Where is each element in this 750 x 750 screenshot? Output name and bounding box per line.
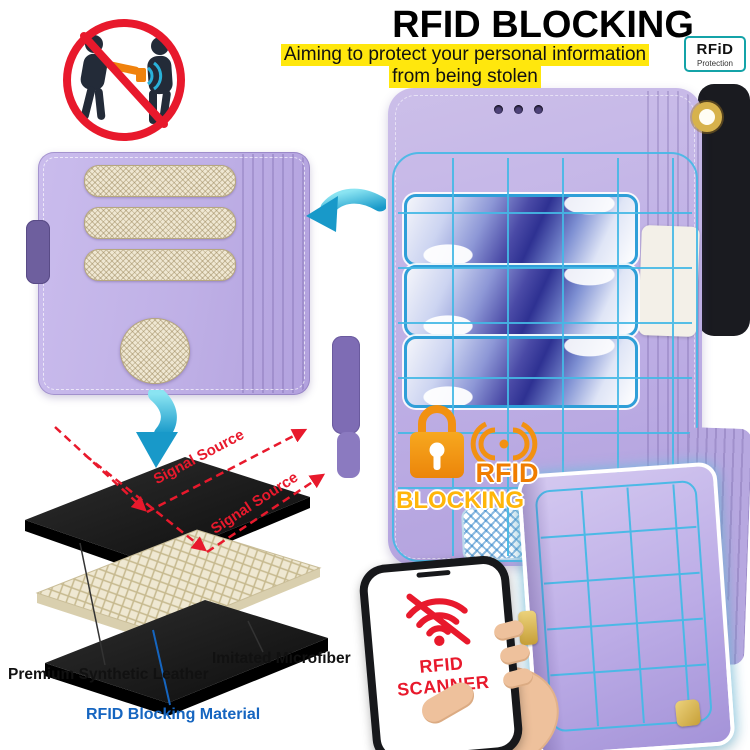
wallet-spine-texture [242,154,308,393]
lock-label-rfid: RFID [475,458,539,488]
magnetic-clasp [26,220,50,284]
subtitle-line-2: from being stolen [389,66,541,88]
no-theft-icon [63,19,185,141]
mesh-pocket [120,318,190,384]
pickpocket-figures [80,35,173,124]
badge-subtitle: Protection [696,59,734,68]
case-side-button-small [337,432,360,478]
layer-middle-rfid-mesh [35,529,322,643]
material-layers-diagram: Signal Source Signal Source [25,426,328,715]
prohibition-circle [63,19,185,141]
lock-label-blocking: BLOCKING [396,487,524,514]
wallet-case-interior [26,152,310,395]
leader-middle-layer [152,629,171,706]
case-side-button [332,336,360,434]
punch-hole-3 [534,105,543,114]
page-title: RFID BLOCKING [392,4,694,46]
phone-screen: RFID SCANNER [366,562,516,750]
layer-top-leather [25,457,310,575]
inner-card [638,225,700,337]
leader-top-layer [79,542,106,666]
no-scan-icon [406,593,471,646]
card-slot-2 [84,207,236,239]
card-slot-3 [84,249,236,281]
layer-bottom-microfiber [45,600,328,715]
label-premium-leather: Premium Synthetic Leather [8,666,209,683]
punch-hole-2 [514,105,523,114]
leader-bottom-layer [247,620,264,653]
page-subtitle: Aiming to protect your personal informat… [225,44,705,88]
case-eyelet [692,102,722,132]
phone-notch [416,569,451,578]
arrow-left-icon [306,188,386,232]
gold-corner-clasp [674,698,702,728]
card-slot-1 [84,165,236,197]
decorative-card-2 [404,265,638,337]
badge-title: RFiD [696,41,734,58]
scan-device [136,68,146,82]
arrow-down-icon [136,390,178,468]
prohibition-slash [80,32,168,128]
label-imitated-microfiber: Imitated Microfiber [212,650,351,667]
decorative-card-1 [404,194,638,266]
rfid-protection-badge: RFiD Protection [684,36,746,72]
scanner-phone: RFID SCANNER [357,553,525,750]
punch-hole-1 [494,105,503,114]
signal-rays [54,426,326,554]
lock-shackle [418,405,456,434]
subtitle-line-1: Aiming to protect your personal informat… [280,44,650,66]
label-rfid-blocking-material: RFID Blocking Material [86,706,261,723]
